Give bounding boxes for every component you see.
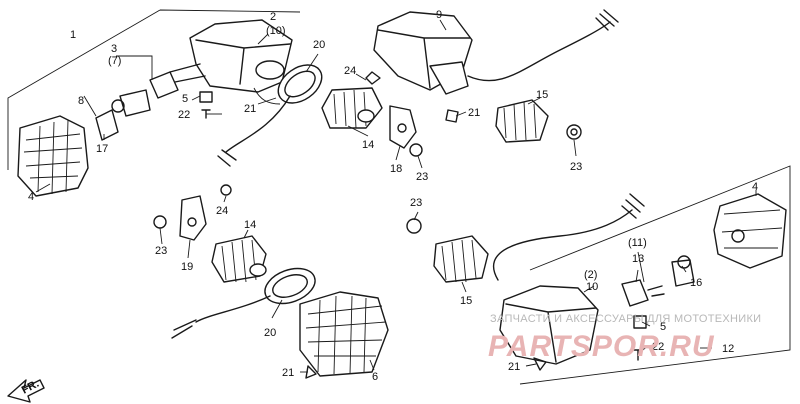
callout-c23d: 23	[155, 245, 167, 257]
nut	[409, 143, 423, 157]
winker-relay-front	[321, 71, 423, 157]
callout-c21a: 21	[244, 103, 256, 115]
callout-c21b: 21	[468, 107, 480, 119]
callout-c3: 3	[111, 43, 117, 55]
winker-relay-rear	[495, 99, 549, 143]
winker-relay	[321, 87, 383, 129]
callout-c10: 10	[586, 281, 598, 293]
callout-c23a: 23	[416, 171, 428, 183]
callout-c15b: 15	[460, 295, 472, 307]
callout-c13: 13	[632, 253, 644, 265]
leader-lines	[35, 19, 757, 373]
screw	[533, 357, 547, 371]
callout-c7p: (7)	[108, 55, 121, 67]
callout-c2p: (2)	[584, 269, 597, 281]
callout-c24a: 24	[344, 65, 356, 77]
watermark-logo: PARTSPOR.RU	[488, 330, 715, 363]
callout-c4b: 4	[752, 181, 758, 193]
gasket-ring	[264, 267, 316, 305]
callout-c22a: 22	[178, 109, 190, 121]
bolt	[365, 71, 381, 85]
callout-c5a: 5	[182, 93, 188, 105]
callout-c21c: 21	[508, 361, 520, 373]
wire-harness	[225, 95, 291, 153]
bolt	[445, 109, 459, 123]
callout-c23c: 23	[410, 197, 422, 209]
winker-relay-lower	[433, 235, 489, 283]
screw-clip	[633, 315, 647, 329]
callout-c20b: 20	[264, 327, 276, 339]
callout-c17: 17	[96, 143, 108, 155]
callout-c1: 1	[70, 29, 76, 41]
watermark-caption: ЗАПЧАСТИ И АКСЕССУАРЫ ДЛЯ МОТОТЕХНИКИ	[490, 313, 761, 325]
rear-housing-10	[499, 285, 599, 365]
callout-c15a: 15	[536, 89, 548, 101]
mount-bracket	[389, 105, 417, 149]
callout-c16: 16	[690, 277, 702, 289]
front-right-winker-assembly	[153, 184, 389, 379]
gasket-ring	[277, 64, 323, 104]
housing-grommet	[255, 60, 285, 80]
rear-wire	[492, 209, 633, 281]
callout-c14a: 14	[362, 139, 374, 151]
front-direction-arrow	[7, 379, 45, 403]
callout-c18: 18	[390, 163, 402, 175]
callout-c9: 9	[436, 9, 442, 21]
callout-c24b: 24	[216, 205, 228, 217]
callout-c11p: (11)	[628, 237, 647, 249]
wire-harness	[195, 295, 271, 323]
callout-c10p: (10)	[266, 25, 286, 37]
nut	[153, 215, 167, 229]
callout-c8: 8	[78, 95, 84, 107]
callout-c4a: 4	[28, 191, 34, 203]
callout-c2: 2	[270, 11, 276, 23]
screw-clip	[199, 91, 213, 103]
winker-lens-6	[299, 291, 389, 377]
callout-c22b: 22	[652, 341, 664, 353]
callout-c19: 19	[181, 261, 193, 273]
bulb-socket	[621, 279, 649, 307]
bulb-gasket	[95, 109, 119, 141]
nut	[406, 218, 422, 234]
winker-lens-rear	[713, 193, 787, 269]
screw	[633, 349, 643, 361]
callout-c5b: 5	[660, 321, 666, 333]
bulb-socket	[149, 71, 179, 99]
bulb	[119, 89, 151, 117]
front-left-winker-assembly	[7, 9, 323, 197]
callout-c23b: 23	[570, 161, 582, 173]
bolt	[220, 184, 232, 196]
callout-c6: 6	[372, 371, 378, 383]
callout-c21d: 21	[282, 367, 294, 379]
rear-left-winker-assembly	[373, 9, 619, 143]
nut	[566, 124, 582, 140]
rear-right-winker-assembly	[406, 165, 791, 385]
callout-c20a: 20	[313, 39, 325, 51]
callout-c12: 12	[722, 343, 734, 355]
callout-c14b: 14	[244, 219, 256, 231]
rear-wire	[467, 21, 611, 82]
